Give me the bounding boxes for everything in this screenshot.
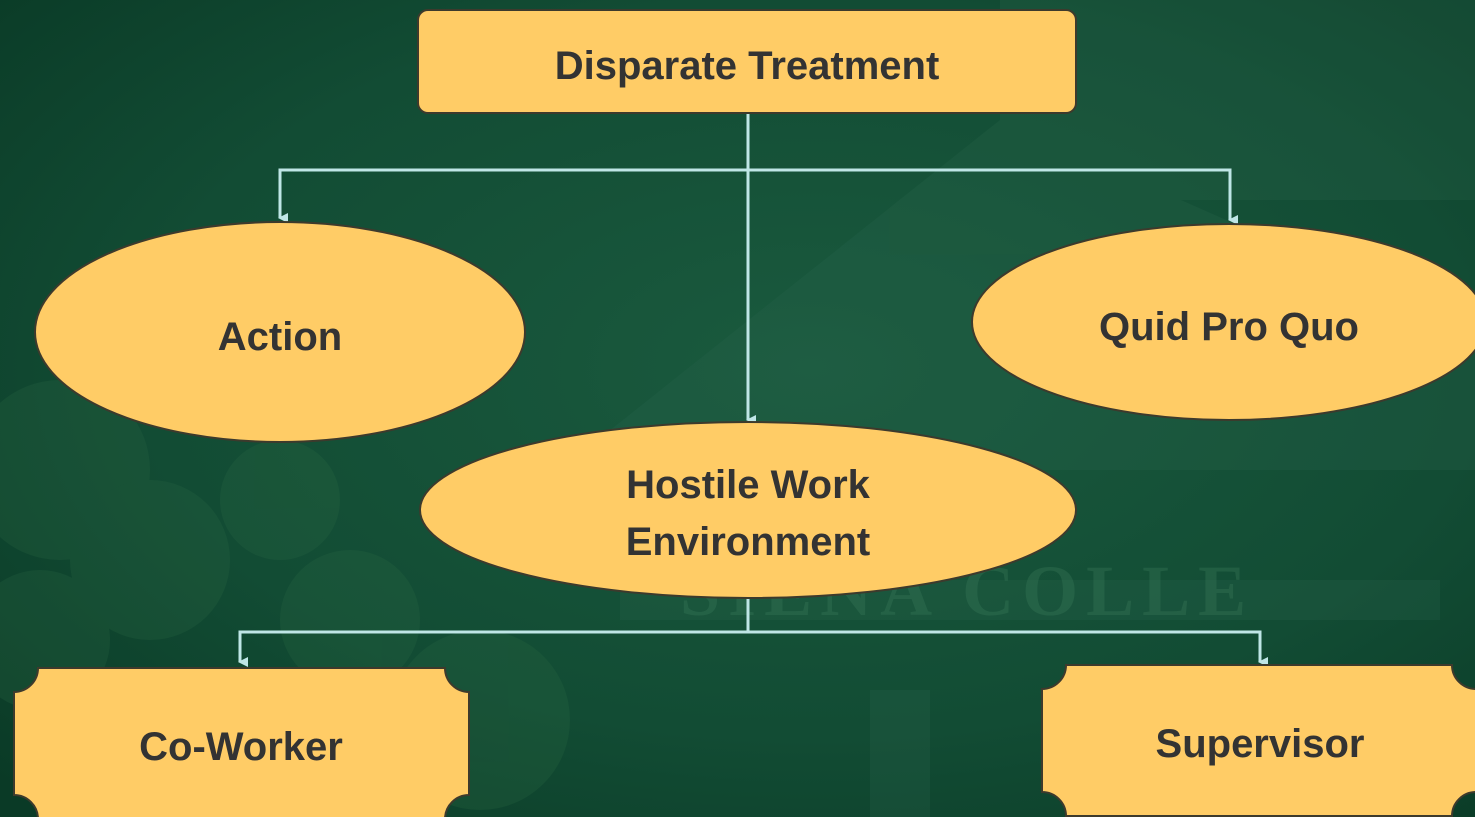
connector-hostile-supervisor xyxy=(748,630,1268,667)
node-action-label: Action xyxy=(218,315,342,359)
node-action: Action xyxy=(34,221,526,443)
node-hostile-line-2: Environment xyxy=(626,520,870,564)
connector-root-action xyxy=(278,168,748,223)
connectors xyxy=(238,113,1268,667)
node-supervisor: Supervisor xyxy=(1041,664,1475,817)
node-disparate-treatment: Disparate Treatment xyxy=(417,9,1077,114)
connector-hostile-coworker xyxy=(238,630,748,667)
node-supervisor-label: Supervisor xyxy=(1156,722,1365,766)
connector-root-quid xyxy=(748,168,1238,225)
node-quid-pro-quo: Quid Pro Quo xyxy=(971,223,1475,421)
node-quid-pro-quo-label: Quid Pro Quo xyxy=(1099,305,1359,349)
node-disparate-treatment-label: Disparate Treatment xyxy=(555,44,940,88)
node-hostile-line-1: Hostile Work xyxy=(626,463,871,507)
node-co-worker: Co-Worker xyxy=(13,667,470,817)
node-co-worker-label: Co-Worker xyxy=(139,725,343,769)
node-hostile-work-environment: Hostile Work Environment xyxy=(419,421,1077,599)
